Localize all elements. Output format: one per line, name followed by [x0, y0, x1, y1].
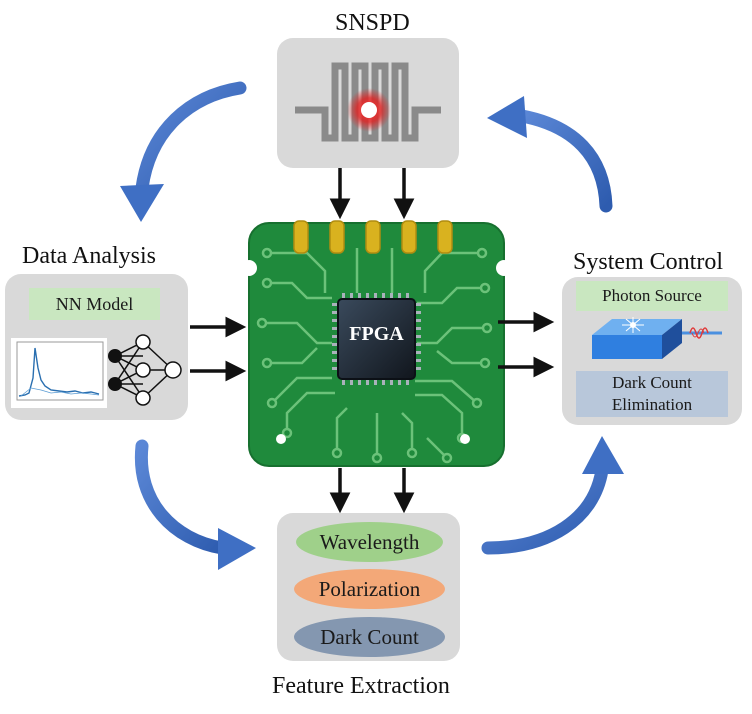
fpga-chip [337, 298, 416, 380]
feature-polarization: Polarization [294, 569, 445, 609]
feature-dark-count: Dark Count [294, 617, 445, 657]
data-analysis-title: Data Analysis [22, 243, 156, 269]
data-analysis-panel: NN Model [5, 274, 188, 420]
fpga-board: FPGA [241, 213, 512, 468]
curved-arrow-analysis-to-features [134, 439, 256, 570]
snspd-panel [277, 38, 459, 168]
curved-arrow-control-to-snspd [487, 96, 613, 213]
pcb-board-icon [241, 220, 512, 467]
gold-pins [293, 220, 453, 254]
feature-wavelength: Wavelength [296, 522, 443, 562]
snspd-meander-icon [295, 62, 441, 142]
fpga-label: FPGA [349, 323, 404, 345]
feature-extraction-title: Feature Extraction [272, 673, 450, 699]
system-control-panel: Photon Source Dark Count Elimination [562, 277, 742, 425]
photon-source-label: Photon Source [576, 281, 728, 311]
spectrum-plot-thumbnail [11, 338, 107, 408]
dark-count-elimination-label: Dark Count Elimination [576, 371, 728, 417]
photon-source-laser-icon [592, 317, 722, 359]
feature-extraction-panel: Wavelength Polarization Dark Count [277, 513, 460, 661]
snspd-title: SNSPD [335, 10, 410, 36]
curved-arrow-snspd-to-analysis [120, 81, 247, 222]
system-control-title: System Control [573, 249, 724, 275]
curved-arrow-features-to-control [481, 436, 624, 555]
nn-model-label: NN Model [29, 288, 160, 320]
neural-network-icon [108, 334, 182, 406]
